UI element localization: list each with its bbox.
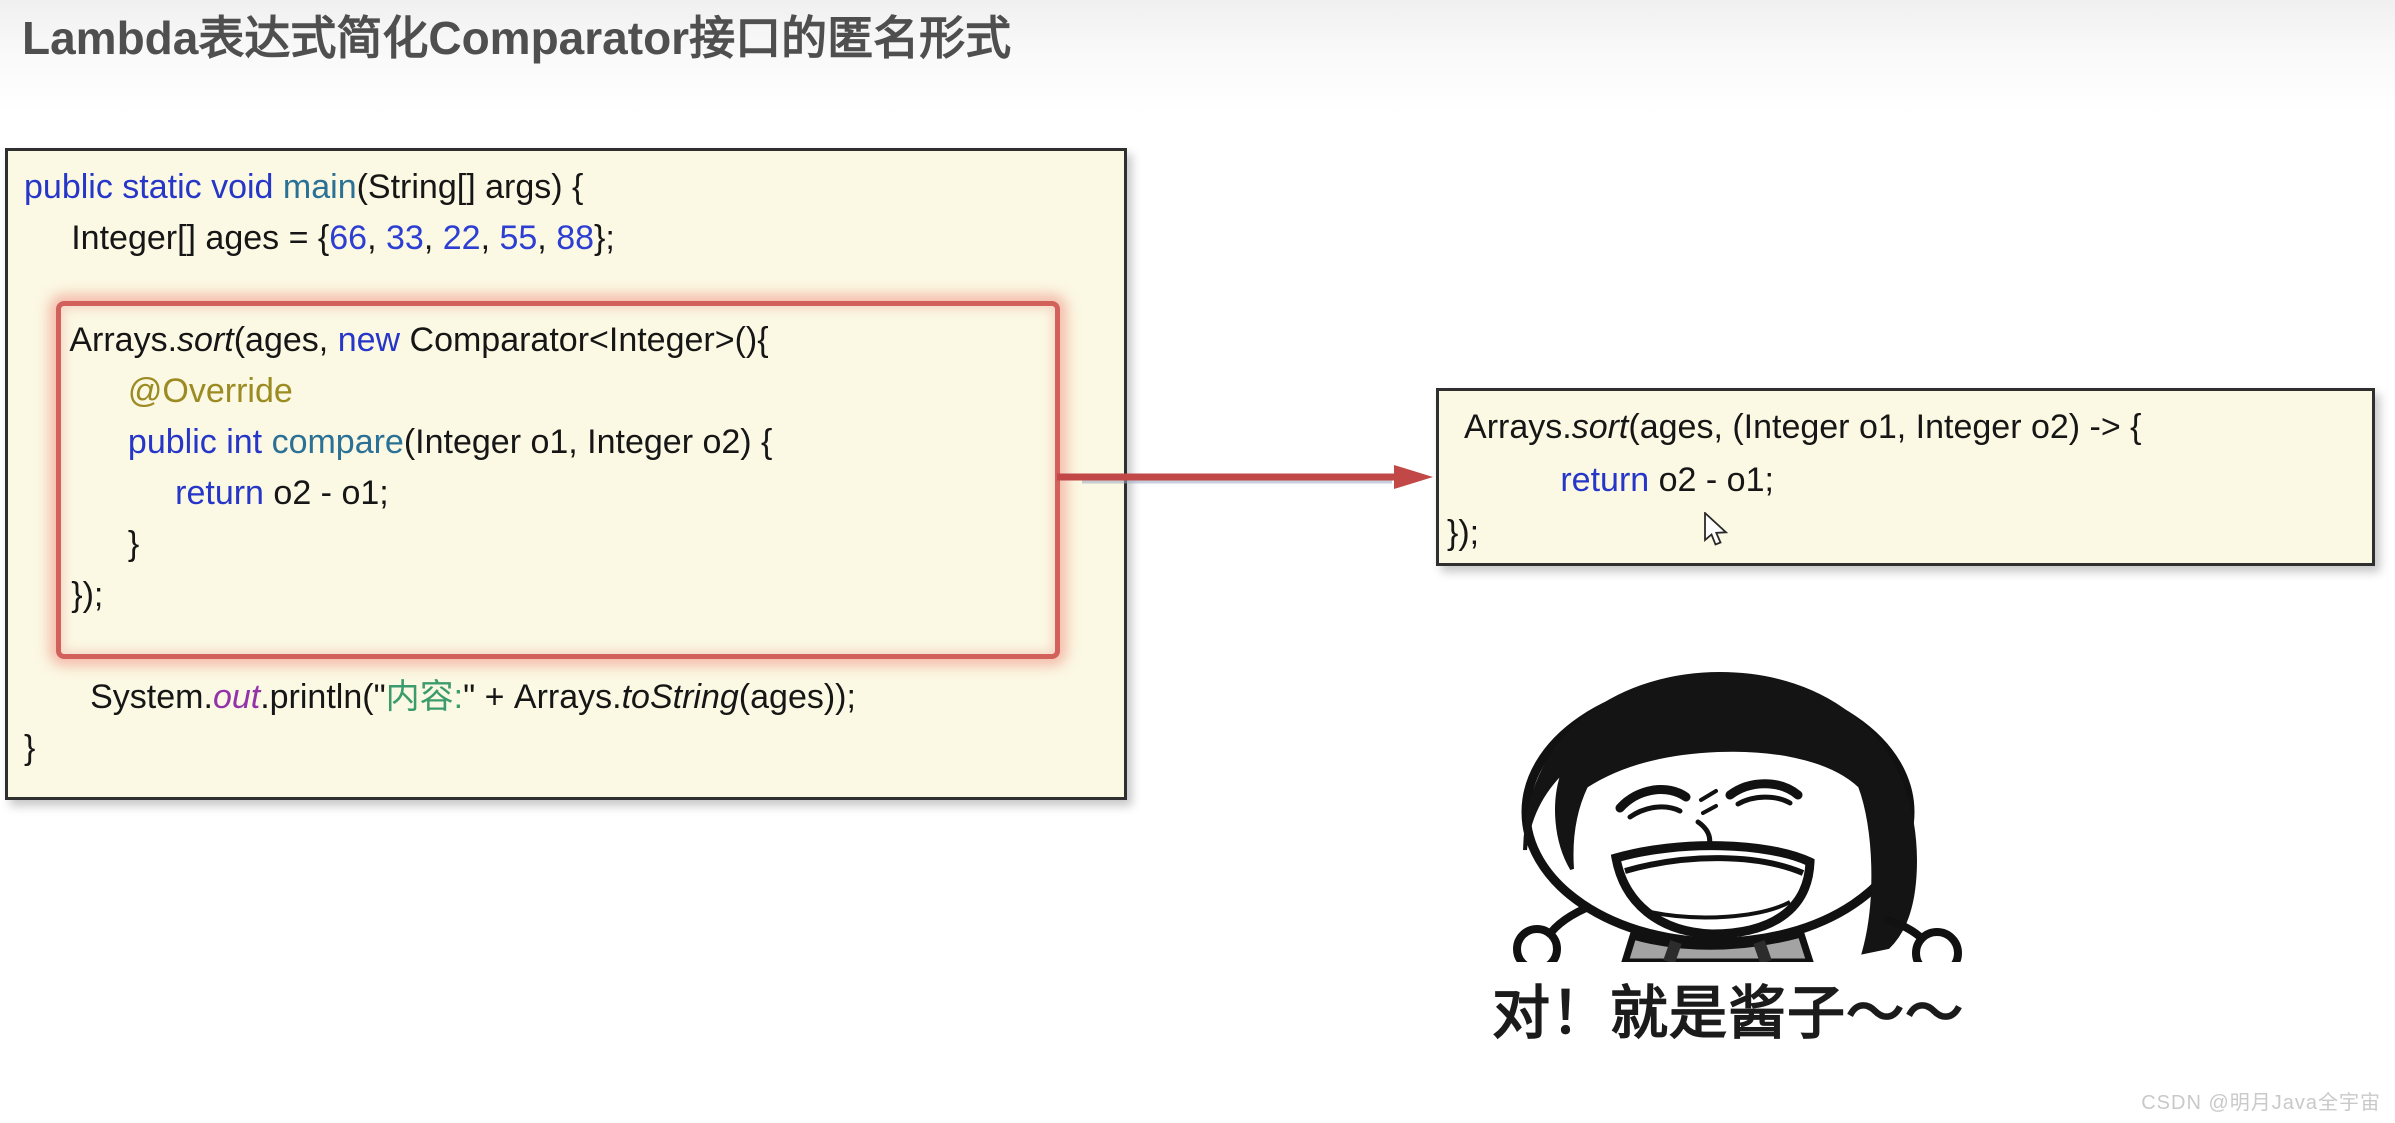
code-line: } [24,723,1124,774]
code-token: } [24,525,140,563]
code-line [24,264,1124,315]
code-token: out [212,678,261,716]
code-token: , [480,219,500,257]
code-line: }); [1447,507,2372,560]
code-token: (String[] args) { [356,168,584,206]
code-line: return o2 - o1; [1447,454,2372,507]
code-token: 22 [442,219,481,257]
code-token: public int [127,423,272,461]
code-token: return [175,474,264,512]
code-line: System.out.println("内容:" + Arrays.toStri… [24,672,1124,723]
code-token: o2 - o1; [1649,461,1774,499]
code-token: System. [24,678,213,716]
code-line [24,621,1124,672]
arrow-right-icon [1052,461,1434,493]
code-line: public int compare(Integer o1, Integer o… [24,417,1124,468]
code-token: 55 [499,219,538,257]
code-line: return o2 - o1; [24,468,1124,519]
mouse-cursor-icon [1702,510,1732,553]
code-panel-lambda: Arrays.sort(ages, (Integer o1, Integer o… [1436,388,2375,566]
code-token: new [337,321,401,359]
code-token: Arrays. [1447,408,1572,446]
code-line: Integer[] ages = {66, 33, 22, 55, 88}; [24,213,1124,264]
code-token: , [367,219,386,257]
code-token: Comparator<Integer>(){ [400,321,769,359]
code-token: (ages, [233,321,338,359]
code-token: 66 [329,219,368,257]
code-token: (ages)); [738,678,856,716]
code-token: sort [1571,408,1629,446]
code-token: (ages, (Integer o1, Integer o2) -> { [1628,408,2142,446]
code-token: .println(" [260,678,386,716]
code-token: main [282,168,357,206]
code-line: Arrays.sort(ages, (Integer o1, Integer o… [1447,401,2372,454]
code-line: @Override [24,366,1124,417]
code-token: compare [271,423,404,461]
meme-image [1468,650,1988,978]
code-token: public static void [24,168,283,206]
code-token: } [24,729,36,767]
code-token [1447,461,1560,499]
code-line: Arrays.sort(ages, new Comparator<Integer… [24,315,1124,366]
page-title: Lambda表达式简化Comparator接口的匿名形式 [22,12,1012,64]
code-token: 内容: [385,678,464,716]
code-line: }); [24,570,1124,621]
code-token: toString [621,678,739,716]
code-token: sort [177,321,234,359]
code-token: (Integer o1, Integer o2) { [403,423,773,461]
code-token: " + Arrays. [463,678,622,716]
code-token: }); [1447,514,1480,552]
code-token: return [1560,461,1650,499]
code-token: }; [594,219,615,257]
code-token: @Override [127,372,293,410]
code-token: Integer[] ages = { [24,219,330,257]
meme-caption: 对！就是酱子～～ [1491,981,1964,1046]
code-token [24,474,175,512]
code-token: Arrays. [24,321,178,359]
code-token: }); [24,576,104,614]
watermark: CSDN @明月Java全宇宙 [2141,1092,2381,1114]
code-panel-anonymous-comparator: public static void main(String[] args) {… [5,148,1127,800]
code-token: 33 [386,219,424,257]
code-line: } [24,519,1124,570]
code-token: 88 [556,219,595,257]
code-token [24,372,128,410]
code-line: public static void main(String[] args) { [24,162,1124,213]
code-token: , [423,219,443,257]
code-token: o2 - o1; [263,474,389,512]
code-token [24,423,128,461]
code-token: , [537,219,557,257]
